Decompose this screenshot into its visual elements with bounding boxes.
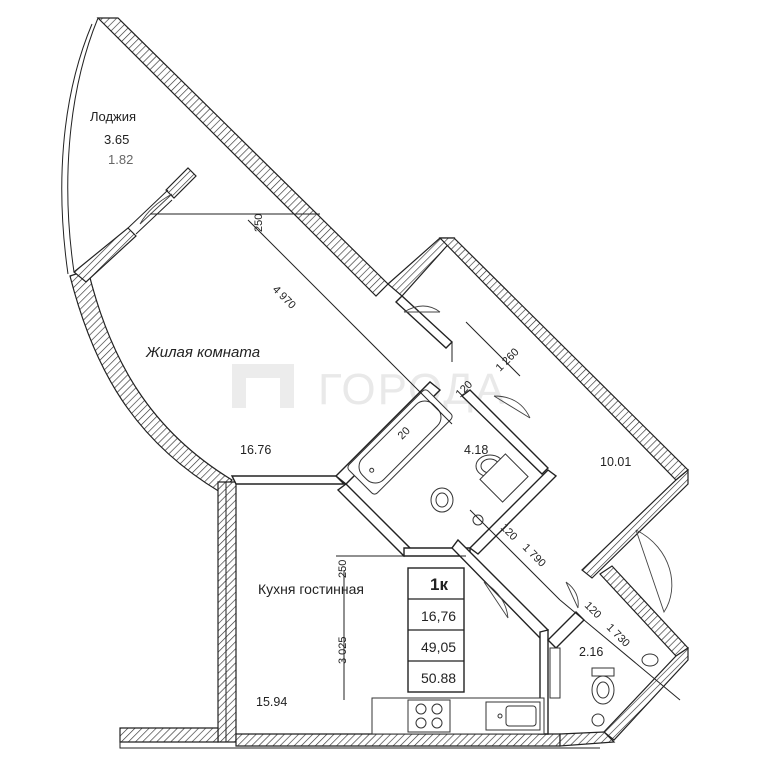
wall-loggia-separator bbox=[73, 227, 137, 283]
stove bbox=[407, 699, 451, 733]
dim-250-kitchen: 250 bbox=[337, 560, 349, 578]
loggia-glazing bbox=[67, 17, 99, 273]
dim-3025: 3 025 bbox=[337, 636, 349, 664]
dim-250-top: 250 bbox=[253, 214, 265, 232]
door-entrance bbox=[635, 529, 673, 614]
dim-120-c: 120 bbox=[582, 600, 603, 621]
kitchen-name: Кухня гостинная bbox=[258, 581, 364, 597]
wall-hall-north bbox=[387, 237, 456, 297]
hall-area: 10.01 bbox=[600, 455, 631, 469]
washing-machine bbox=[479, 453, 529, 503]
door-kitchen bbox=[483, 581, 509, 619]
wall-bathroom-east bbox=[468, 469, 558, 555]
summary-total-area: 49,05 bbox=[421, 639, 456, 655]
summary-table: 1к 16,76 49,05 50.88 bbox=[407, 567, 465, 693]
summary-living-area: 16,76 bbox=[421, 608, 456, 624]
dim-1730: 1 730 bbox=[604, 622, 632, 650]
loggia-area-reduced: 1.82 bbox=[108, 152, 133, 167]
wall-living-north bbox=[96, 17, 389, 297]
riser bbox=[549, 647, 561, 699]
kitchen-counter bbox=[371, 697, 545, 735]
wall-wc-east bbox=[599, 565, 689, 657]
wall-kitchen-west bbox=[217, 481, 237, 743]
wall-living-curved bbox=[69, 269, 233, 493]
dim-4970: 4 970 bbox=[270, 284, 298, 312]
door-bathroom bbox=[493, 395, 531, 419]
bathroom-toilet bbox=[430, 487, 484, 526]
living-room-area: 16.76 bbox=[240, 443, 271, 457]
wc-toilet bbox=[591, 667, 615, 727]
wall-living-kitchen bbox=[230, 475, 346, 485]
wc-area: 2.16 bbox=[579, 645, 603, 659]
rooms-count: 1к bbox=[430, 575, 448, 594]
door-living bbox=[403, 305, 441, 313]
door-loggia bbox=[139, 193, 173, 225]
wall-hall-east-lower bbox=[581, 468, 689, 579]
wall-hall-living bbox=[394, 295, 454, 349]
kitchen-area: 15.94 bbox=[256, 695, 287, 709]
bathtub bbox=[347, 389, 453, 495]
bathroom-area: 4.18 bbox=[464, 443, 488, 457]
wc-sink bbox=[641, 653, 659, 667]
loggia-label: Лоджия 3.65 1.82 bbox=[90, 109, 136, 167]
dim-1790: 1 790 bbox=[520, 542, 548, 570]
wall-wc-west bbox=[547, 611, 585, 649]
dim-1260: 1 260 bbox=[494, 346, 522, 374]
loggia-name: Лоджия bbox=[90, 109, 136, 124]
summary-total-with-loggia: 50.88 bbox=[421, 670, 456, 686]
wall-kitchen-south bbox=[119, 727, 219, 743]
living-room-name: Жилая комната bbox=[145, 344, 260, 361]
door-wc bbox=[565, 581, 579, 609]
wall-wc-south bbox=[603, 646, 689, 741]
loggia-area: 3.65 bbox=[104, 132, 129, 147]
